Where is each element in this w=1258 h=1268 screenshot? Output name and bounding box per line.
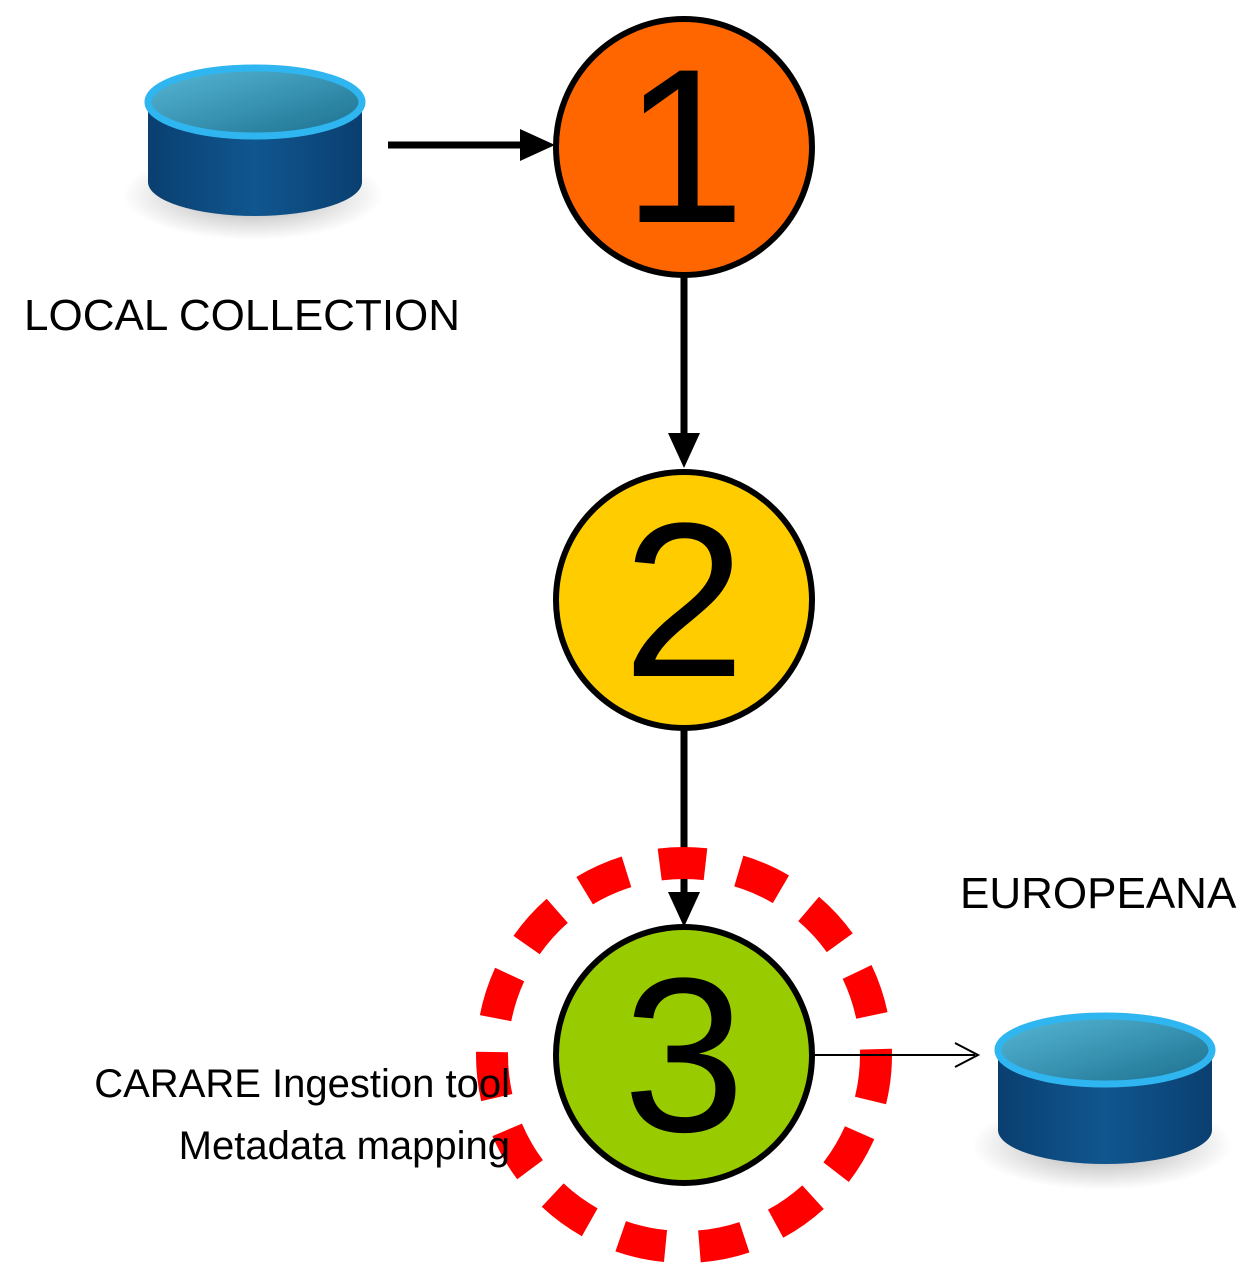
step-1-number: 1 bbox=[623, 23, 745, 269]
europeana-database-icon bbox=[972, 1012, 1232, 1190]
step-3-node: 3 bbox=[553, 924, 815, 1186]
step-2-number: 2 bbox=[623, 477, 745, 723]
ingestion-tool-label: CARARE Ingestion tool bbox=[94, 1062, 510, 1106]
metadata-mapping-label: Metadata mapping bbox=[179, 1124, 510, 1168]
local-collection-label: LOCAL COLLECTION bbox=[24, 291, 460, 340]
arrow-step-1-to-step-2 bbox=[668, 275, 700, 468]
step-1-node: 1 bbox=[553, 16, 815, 278]
arrow-local-to-step-1 bbox=[388, 129, 555, 161]
europeana-label: EUROPEANA bbox=[960, 869, 1237, 918]
arrow-step-2-to-step-3 bbox=[668, 728, 700, 927]
arrow-step-3-to-europeana bbox=[815, 1042, 981, 1068]
local-collection-database-icon bbox=[123, 64, 383, 240]
step-3-number: 3 bbox=[623, 932, 745, 1178]
step-2-node: 2 bbox=[553, 469, 815, 731]
